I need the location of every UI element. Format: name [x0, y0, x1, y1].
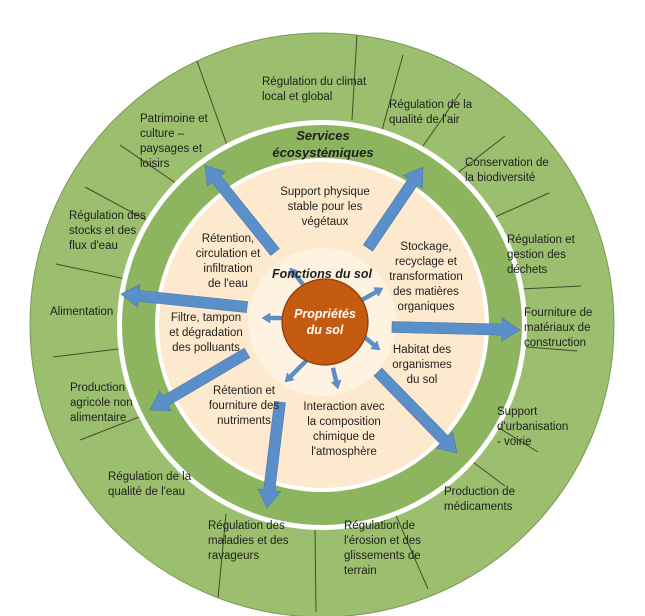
- sector-divider-line: [84, 186, 151, 223]
- service-heritage-culture: Patrimoine et culture – paysages et lois…: [140, 113, 208, 170]
- service-water-flows: Régulation des stocks et des flux d'eau: [69, 210, 146, 252]
- service-waste-management: Régulation et gestion des déchets: [507, 234, 575, 276]
- service-food: Alimentation: [50, 306, 114, 318]
- service-construction-materials: Fourniture de matériaux de construction: [524, 307, 593, 349]
- arrows-group: [120, 164, 521, 509]
- service-arrow: [391, 317, 521, 342]
- function-nutrients: Rétention et fourniture des nutriments: [208, 385, 280, 427]
- function-soil-habitat: Habitat des organismes du sol: [392, 344, 452, 386]
- sector-divider-line: [422, 92, 461, 147]
- sector-divider-line: [196, 60, 229, 149]
- function-atmosphere-interaction: Interaction avec la composition chimique…: [303, 401, 385, 458]
- function-water-retention: Rétention, circulation et infiltration d…: [195, 233, 261, 290]
- service-biodiversity: Conservation de la biodiversité: [465, 157, 549, 184]
- service-urbanisation-support: Support d'urbanisation - voirie: [497, 406, 569, 448]
- service-air-quality: Régulation de la qualité de l'air: [389, 99, 473, 126]
- service-arrow: [257, 400, 286, 509]
- core-title: Propriétés du sol: [294, 307, 356, 337]
- service-disease-regulation: Régulation des maladies et des ravageurs: [208, 520, 289, 562]
- service-arrow: [149, 347, 251, 412]
- sector-divider-line: [390, 503, 429, 590]
- sector-divider-line: [351, 33, 358, 121]
- function-organic-matter: Stockage, recyclage et transformation de…: [389, 241, 463, 313]
- service-arrow: [373, 367, 458, 454]
- sector-divider-line: [381, 54, 404, 131]
- functions-title: Fonctions du sol: [272, 267, 372, 281]
- service-medicine-production: Production de médicaments: [444, 486, 515, 513]
- services-title: Services écosystémiques: [272, 128, 374, 160]
- sector-divider-line: [454, 135, 506, 176]
- sector-divider-line: [55, 263, 136, 282]
- sector-divider-line: [217, 513, 227, 599]
- function-arrow: [284, 359, 308, 383]
- service-arrow: [204, 164, 280, 256]
- service-arrow: [362, 166, 424, 252]
- core-soil-properties: [281, 278, 369, 366]
- service-erosion-regulation: Régulation de l'érosion et des glissemen…: [344, 520, 421, 577]
- service-water-quality: Régulation de la qualité de l'eau: [108, 471, 192, 498]
- sector-divider-line: [314, 526, 317, 613]
- service-arrow: [120, 283, 248, 313]
- service-climate-regulation: Régulation du climat local et global: [262, 76, 367, 103]
- function-plant-support: Support physique stable pour les végétau…: [280, 186, 370, 228]
- service-nonfood-agriculture: Production agricole non alimentaire: [70, 382, 133, 424]
- sector-divider-line: [119, 144, 181, 187]
- function-pollutant-filter: Filtre, tampon et dégradation des pollua…: [169, 312, 243, 354]
- function-arrow: [330, 367, 342, 390]
